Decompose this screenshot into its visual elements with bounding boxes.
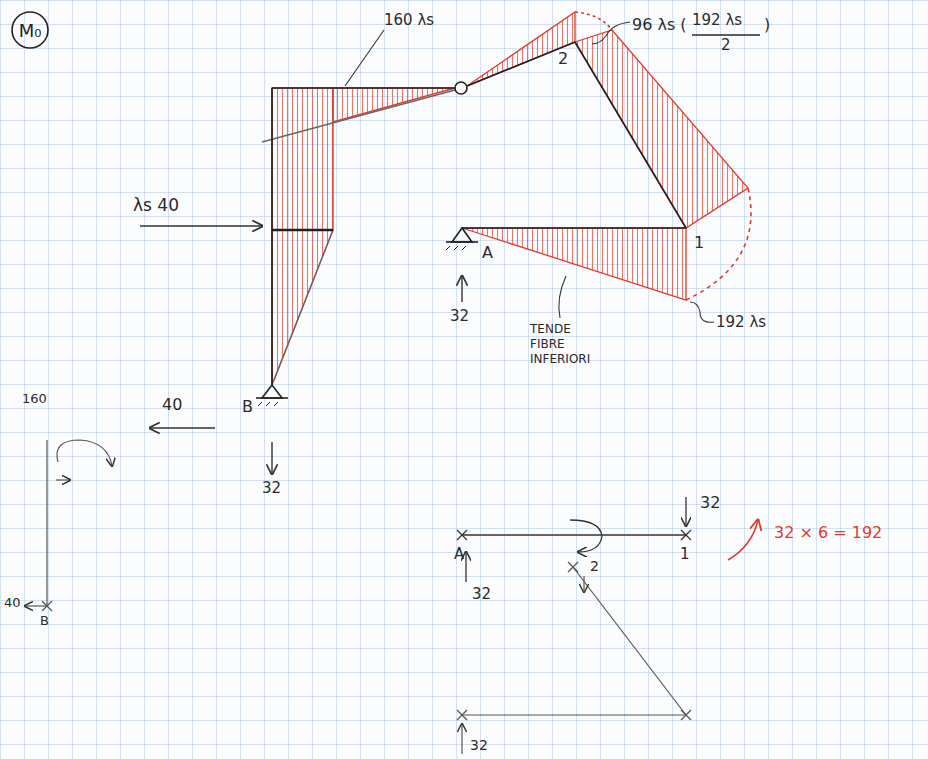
diagram-label: 40 xyxy=(4,596,21,611)
diagram-label: 192 λs xyxy=(692,12,742,29)
diagram-label: 2 xyxy=(558,50,568,68)
diagram-label: 2 xyxy=(590,558,599,574)
diagram-label: 160 xyxy=(22,392,47,407)
diagram-label: 96 λs ( xyxy=(632,16,687,34)
diagram-label: 1 xyxy=(680,546,690,563)
diagram-label: 32 xyxy=(450,308,469,325)
diagram-label: B xyxy=(40,614,49,629)
diagram-label: 40 xyxy=(162,396,182,414)
title-text: M₀ xyxy=(19,20,42,41)
diagram-label: 32 xyxy=(470,737,488,753)
diagram-label: 1 xyxy=(694,234,704,252)
diagram-label: 160 λs xyxy=(384,12,434,29)
diagram-label: λs 40 xyxy=(133,196,179,216)
diagram-label: 192 λs xyxy=(716,314,766,331)
diagram-label: TENDE FIBRE INFERIORI xyxy=(530,322,590,367)
diagram-label: 32 xyxy=(472,586,491,603)
diagram-label: B xyxy=(242,398,253,416)
diagram-label: A xyxy=(482,244,493,262)
diagram-label: 32 xyxy=(262,480,281,497)
diagram-label: ) xyxy=(764,16,770,34)
circled-title: M₀ xyxy=(10,10,50,50)
moment-calculation: 32 × 6 = 192 xyxy=(774,524,882,542)
diagram-label: A xyxy=(454,546,464,563)
diagram-label: 2 xyxy=(721,37,731,54)
diagram-label: 32 xyxy=(700,494,720,512)
